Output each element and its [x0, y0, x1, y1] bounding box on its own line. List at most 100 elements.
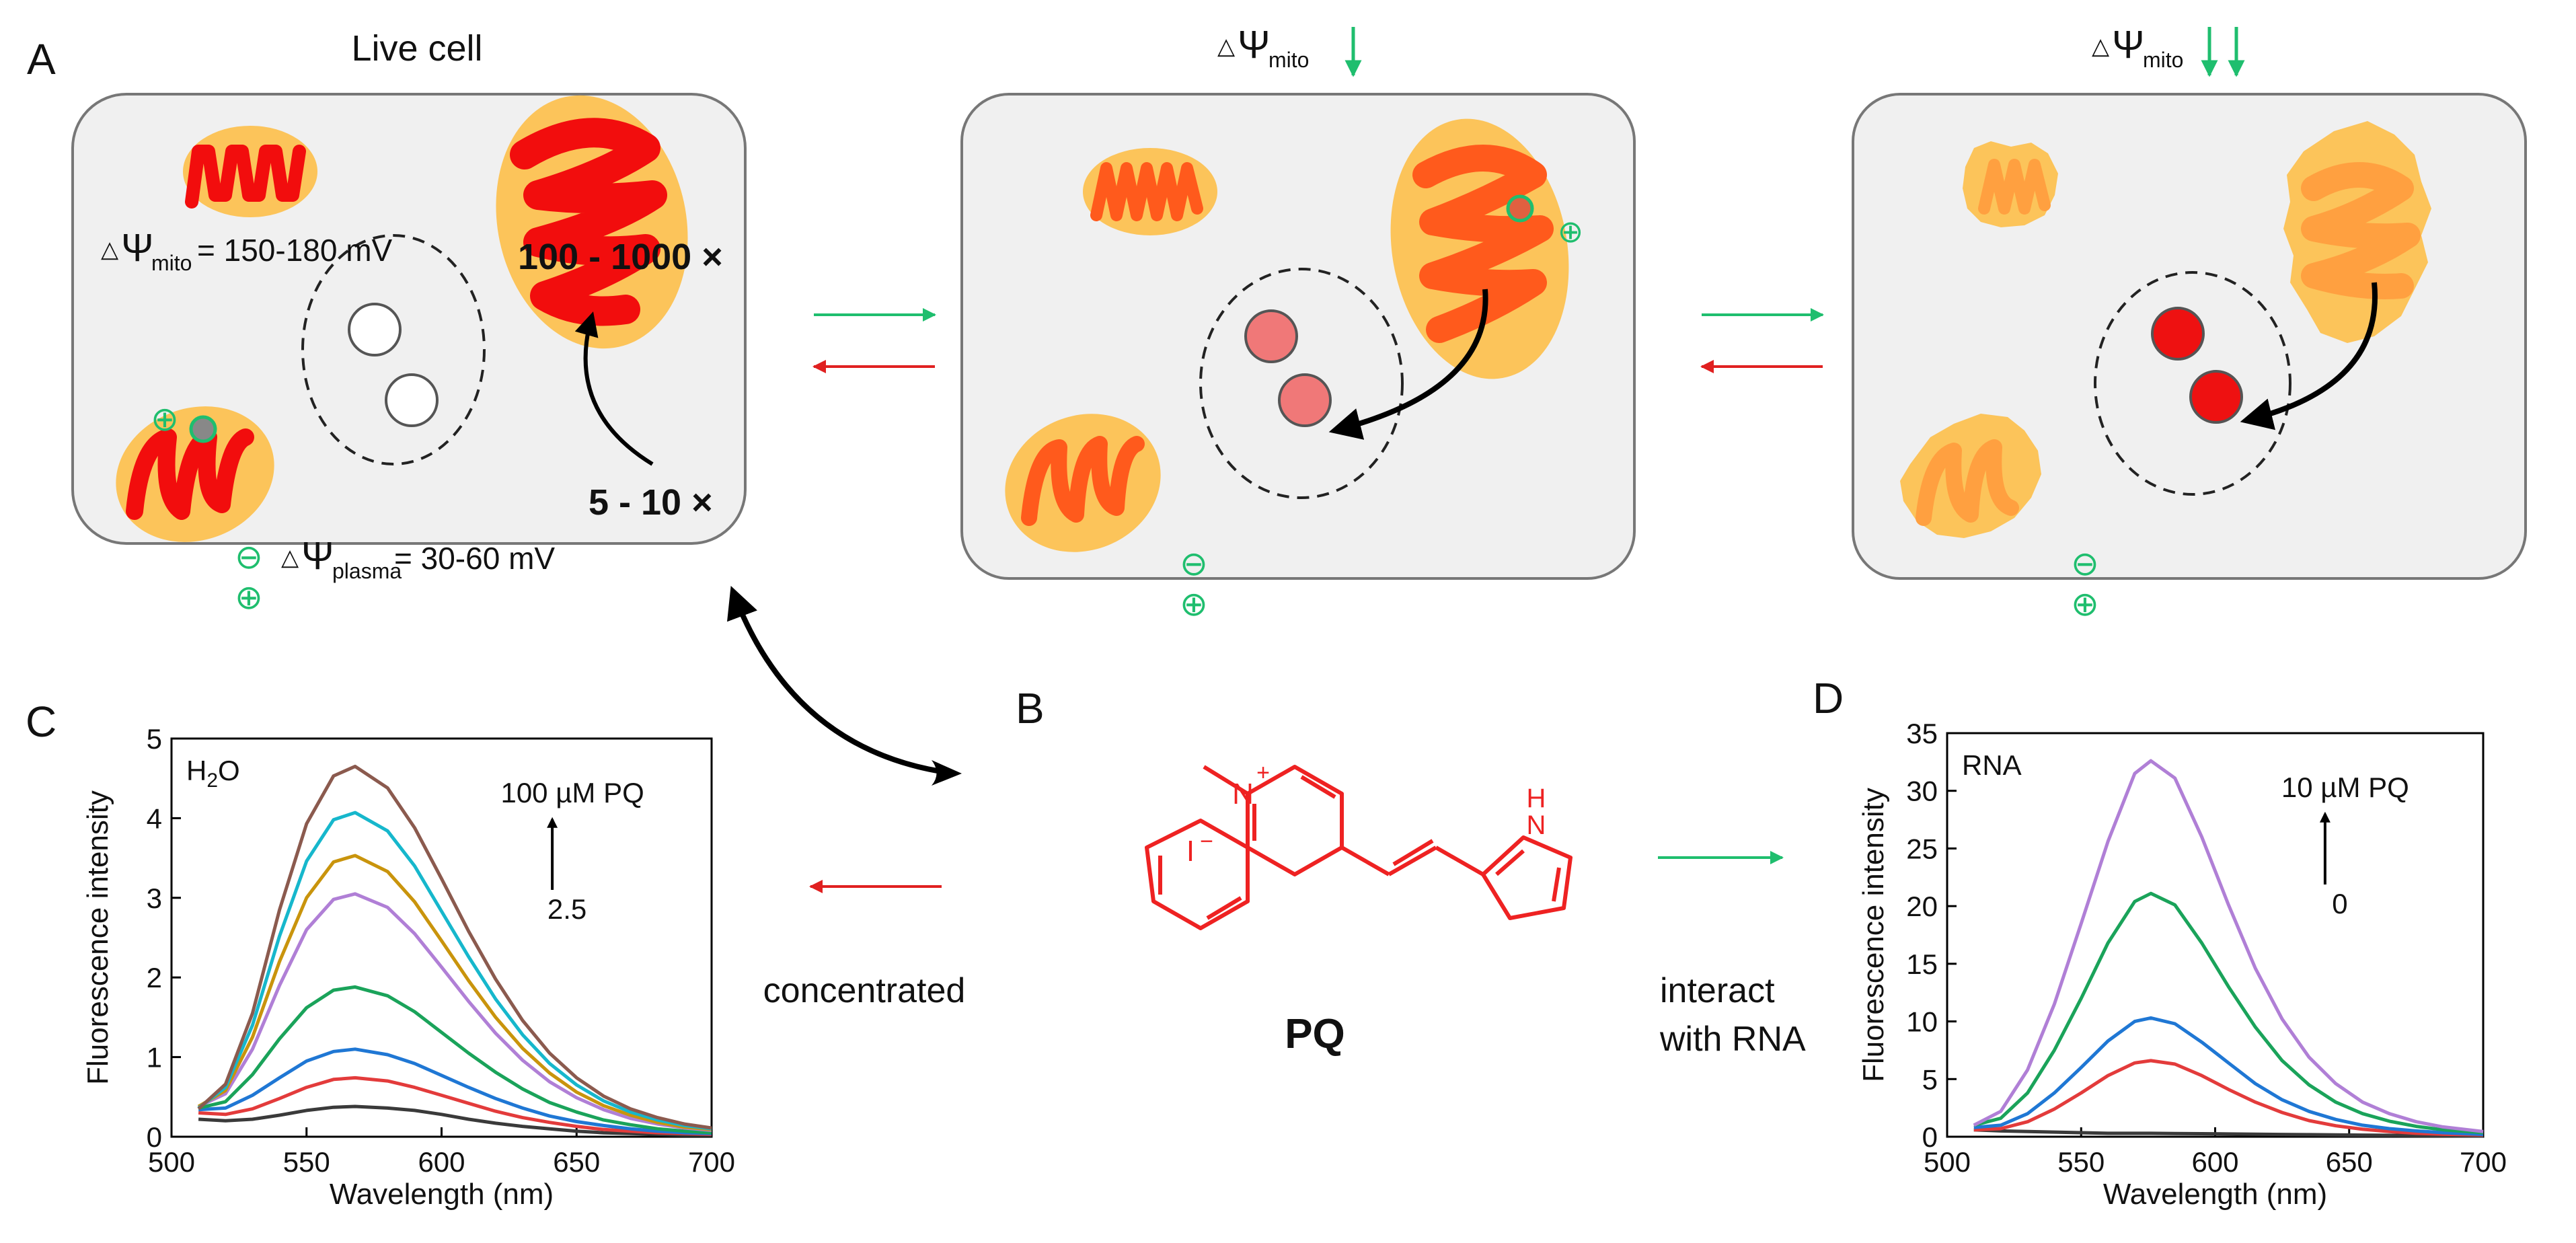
panel-b: B N + I − H N PQ co [763, 684, 1806, 1059]
chart-d-y-tick-label: 5 [1922, 1063, 1938, 1095]
cell-1-plus-mito-icon: ⊕ [151, 400, 179, 438]
cell-2-arrow-mito-to-nucleus [1328, 289, 1488, 440]
chart-d-x-tick-label: 650 [2326, 1146, 2373, 1178]
svg-text:⊕: ⊕ [1558, 214, 1584, 249]
panel-label-a: A [27, 35, 56, 83]
chart-d-conc-bottom-label: 0 [2332, 888, 2347, 919]
arrow-plasma-to-mito [574, 311, 654, 466]
svg-text:△: △ [101, 237, 119, 262]
svg-text:Ψ: Ψ [301, 534, 334, 578]
svg-text:△: △ [2092, 34, 2110, 59]
chart-d-y-tick-label: 10 [1906, 1006, 1938, 1038]
svg-text:plasma: plasma [332, 559, 402, 583]
cell-2-potential-label: △ Ψ mito [1217, 23, 1362, 77]
svg-text:Ψ: Ψ [121, 226, 153, 270]
cell-3-nucleolus-2 [2189, 370, 2243, 424]
chart-d-annotation: RNA [1962, 749, 2022, 781]
plasma-potential-label: △ Ψ plasma = 30-60 mV [281, 534, 555, 583]
pq-iodide-charge: − [1200, 829, 1213, 854]
cell-3-arrow-mito-to-nucleus [2240, 282, 2378, 430]
chart-d-series-line-2 [1973, 1016, 2484, 1137]
pq-nitrogen: N [1232, 778, 1254, 811]
cell-1-mitochondrion-bottom [116, 406, 274, 542]
cell-3-minus-icon: ⊖ [2071, 545, 2099, 582]
chart-d-series-line-1 [1973, 1059, 2484, 1137]
cell-2-mitochondrion-small-top [1083, 148, 1217, 235]
svg-text:Ψ: Ψ [2112, 23, 2144, 67]
chart-c-x-tick-label: 650 [553, 1146, 600, 1178]
cell-3-nucleolus-1 [2151, 307, 2205, 361]
panel-a: A Live cell △ Ψ mito = 150-180 mV 100 - … [27, 23, 2527, 623]
cell-3-mitochondrion-large [2283, 121, 2431, 343]
svg-text:= 30-60 mV: = 30-60 mV [394, 541, 555, 576]
cell-1-nucleolus-2 [385, 373, 439, 427]
chart-c-series-line-6 [197, 811, 712, 1131]
chart-d-y-tick-label: 15 [1906, 948, 1938, 980]
cell-1-plus-icon: ⊕ [235, 578, 263, 616]
cell-3-mitochondrion-bottom [1900, 414, 2041, 538]
cell-3-potential-label: △ Ψ mito [2092, 23, 2245, 77]
cell-2-mitochondrion-bottom [1005, 414, 1161, 552]
chart-d-y-axis-label: Fluorescence intensity [1857, 788, 1890, 1082]
cell-2-nucleolus-1 [1244, 309, 1298, 363]
chart-c-x-tick-label: 550 [283, 1146, 330, 1178]
svg-text:△: △ [1217, 34, 1236, 59]
cell-1-nucleolus-1 [348, 303, 402, 356]
pq-pyrrole-n: N [1527, 811, 1546, 840]
live-cell-title: Live cell [351, 28, 482, 69]
panel-label-b: B [1016, 684, 1045, 732]
chart-d-series-line-0 [1973, 1128, 2484, 1138]
chart-d-y-tick-label: 20 [1906, 891, 1938, 922]
chart-c-y-tick-label: 2 [147, 962, 162, 993]
chart-d-x-tick-label: 550 [2057, 1146, 2105, 1178]
arrow-pq-to-cell [727, 586, 956, 776]
panel-label-c: C [26, 698, 56, 746]
panel-label-d: D [1813, 674, 1844, 722]
arrow-pq-tail [932, 760, 962, 786]
chart-c-conc-top-label: 100 µM PQ [500, 777, 644, 808]
cell-1-minus-icon: ⊖ [235, 538, 263, 576]
chart-c-series-line-3 [198, 985, 712, 1135]
cell-1-nucleus [301, 234, 486, 465]
chart-d-series-line-4 [1973, 759, 2484, 1133]
pq-pyrrole-h: H [1527, 784, 1546, 813]
chart-d-conc-top-label: 10 µM PQ [2281, 771, 2409, 803]
svg-text:mito: mito [2143, 48, 2183, 72]
svg-text:mito: mito [1268, 48, 1309, 72]
chart-c-series-line-4 [198, 892, 712, 1132]
accumulation-plasma-label: 5 - 10 × [589, 482, 713, 523]
chart-c-x-tick-label: 700 [688, 1146, 735, 1178]
chart-c-series-line-0 [198, 1104, 712, 1137]
chart-c-series-line-1 [198, 1076, 712, 1136]
cell-2-mitochondrion-large: ⊕ [1390, 118, 1584, 379]
cell-2-plus-icon: ⊕ [1180, 585, 1208, 623]
cell-2-nucleus [1199, 268, 1404, 499]
cell-1-mitochondrion-small-top [183, 126, 317, 217]
chart-c-y-tick-label: 5 [147, 723, 162, 755]
chart-d-x-tick-label: 500 [1924, 1146, 1971, 1178]
chart-c-series-line-2 [198, 1047, 712, 1135]
cell-3-plus-icon: ⊕ [2071, 585, 2099, 623]
cell-2-minus-icon: ⊖ [1180, 545, 1208, 582]
label-concentrated: concentrated [763, 971, 966, 1010]
pq-nitrogen-charge: + [1256, 760, 1270, 786]
chart-c-y-tick-label: 4 [147, 802, 162, 834]
chart-c-series-line-5 [197, 854, 712, 1131]
chart-c-x-axis-label: Wavelength (nm) [330, 1178, 554, 1211]
label-with-rna: with RNA [1659, 1020, 1806, 1059]
pq-molecule-name: PQ [1285, 1011, 1345, 1057]
chart-d-y-tick-label: 35 [1906, 718, 1938, 749]
chart-d-x-axis-label: Wavelength (nm) [2103, 1178, 2327, 1211]
cell-3-mitochondrion-small-top [1963, 141, 2058, 227]
chart-d-y-tick-label: 25 [1906, 833, 1938, 864]
chart-d-x-tick-label: 600 [2191, 1146, 2238, 1178]
chart-c-conc-bottom-label: 2.5 [547, 893, 586, 925]
pq-molecule-structure [1145, 765, 1573, 930]
svg-text:Ψ: Ψ [1238, 23, 1270, 67]
mito-potential-label: △ Ψ mito = 150-180 mV [101, 226, 393, 275]
chart-d-x-tick-label: 700 [2460, 1146, 2507, 1178]
svg-text:= 150-180 mV: = 150-180 mV [197, 233, 393, 268]
chart-c-y-axis-label: Fluorescence intensity [81, 790, 114, 1085]
chart-c-y-tick-label: 0 [147, 1121, 162, 1153]
